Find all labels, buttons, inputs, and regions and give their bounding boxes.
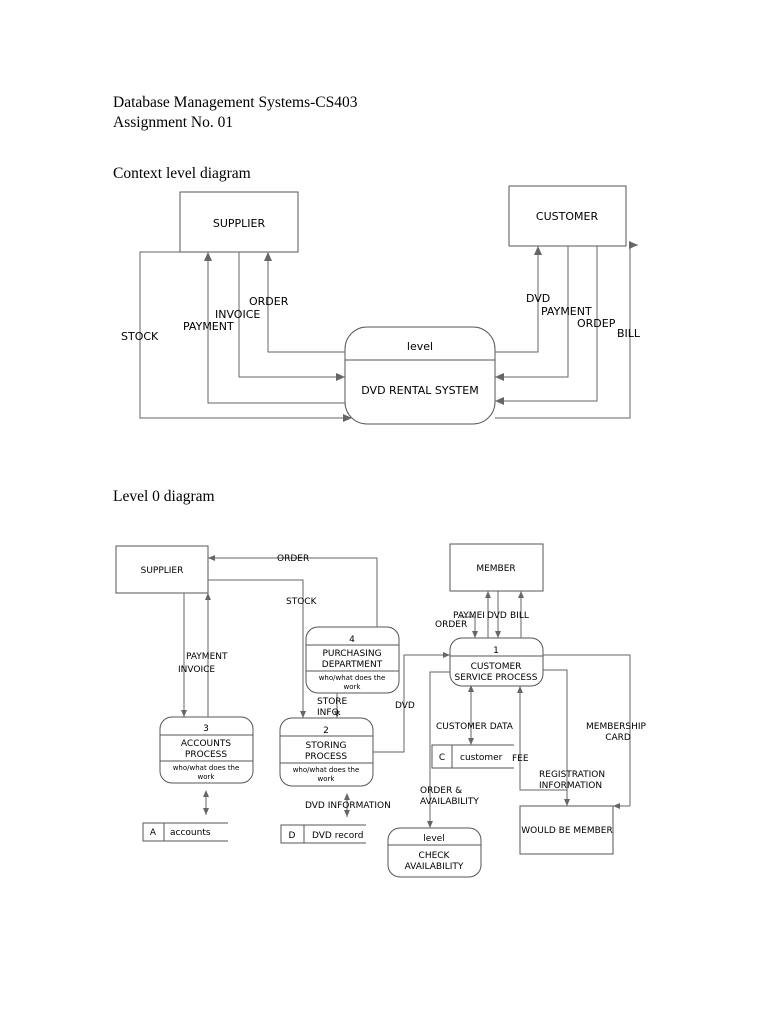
member-bill-label: BILL <box>510 611 529 621</box>
accounts-name-line2: PROCESS <box>185 750 227 760</box>
storing-who-line2: work <box>318 775 336 783</box>
l0-payment-label: PAYMENT <box>186 652 228 662</box>
customer-payment-flow-label: PAYMENT <box>541 305 592 318</box>
invoice-flow-label: INVOICE <box>215 308 260 321</box>
bill-flow <box>495 241 638 419</box>
dvd-record-store: D DVD record <box>280 824 366 844</box>
dvd-flow <box>495 246 542 353</box>
accounts-process <box>159 716 254 784</box>
check-availability-line1: CHECK <box>419 851 451 861</box>
storing-id: 2 <box>323 726 329 736</box>
customer-payment-flow <box>495 246 569 381</box>
course-title: Database Management Systems-CS403 <box>113 94 358 111</box>
level0-diagram: SUPPLIER MEMBER WOULD BE MEMBER 4 PURCHA… <box>115 543 647 878</box>
customer-service-line2: SERVICE PROCESS <box>455 673 538 683</box>
accounts-store: A accounts <box>142 822 228 842</box>
l0-supplier-entity <box>115 545 209 594</box>
check-availability-id: level <box>423 834 444 844</box>
accounts-store-id: A <box>150 828 157 838</box>
order-flow-label: ORDER <box>249 295 289 308</box>
l0-order-label: ORDER <box>277 554 309 564</box>
registration-label-line2: INFORMATION <box>539 781 602 791</box>
customer-store: C customer <box>431 744 514 769</box>
member-dvd-label: DVD <box>487 611 507 621</box>
customer-data-label: CUSTOMER DATA <box>436 722 514 732</box>
supplier-entity <box>179 191 299 253</box>
ordep-flow <box>495 246 598 405</box>
invoice-flow <box>238 252 345 381</box>
dvd-flow-label: DVD <box>526 292 550 305</box>
context-heading: Context level diagram <box>113 165 251 182</box>
customer-service-id: 1 <box>493 646 499 656</box>
membership-card-label-line2: CARD <box>605 733 631 743</box>
fee-label: FEE <box>512 754 529 764</box>
purchasing-who-line1: who/what does the <box>319 674 386 682</box>
registration-label-line1: REGISTRATION <box>539 770 605 780</box>
l0-dvd-label: DVD <box>395 701 415 711</box>
check-availability-line2: AVAILABILITY <box>405 862 464 872</box>
order-flow <box>264 252 345 353</box>
would-be-member-entity <box>519 805 614 855</box>
l0-stock-label: STOCK <box>286 597 318 607</box>
dvd-record-store-id: D <box>289 831 296 841</box>
context-diagram: SUPPLIER CUSTOMER level DVD RENTAL SYSTE… <box>121 185 641 425</box>
purchasing-id: 4 <box>349 635 355 645</box>
dvd-record-store-name: DVD record <box>312 831 363 841</box>
l0-supplier-label: SUPPLIER <box>141 566 184 576</box>
member-entity <box>449 543 544 592</box>
would-be-member-label: WOULD BE MEMBER <box>521 826 612 836</box>
customer-store-name: customer <box>460 753 503 763</box>
storing-who-line1: who/what does the <box>293 766 360 774</box>
bill-flow-label: BILL <box>617 327 641 340</box>
accounts-who-line1: who/what does the <box>173 764 240 772</box>
membership-card-label-line1: MEMBERSHIP <box>586 722 646 732</box>
purchasing-name-line2: DEPARTMENT <box>322 660 383 670</box>
member-payment-label: PAYMEI <box>453 611 485 621</box>
stock-flow-label: STOCK <box>121 330 159 343</box>
ordep-flow-label: ORDEP <box>577 317 616 330</box>
l0-dvd-flow <box>373 652 450 753</box>
accounts-id: 3 <box>203 724 209 734</box>
order-availability-flow <box>427 671 450 828</box>
process-level-label: level <box>407 340 433 353</box>
member-order-label: ORDER <box>435 620 467 630</box>
registration-flow <box>543 669 570 806</box>
purchasing-who-line2: work <box>344 683 362 691</box>
l0-order-flow <box>208 555 378 627</box>
order-availability-label-line2: AVAILABILITY <box>420 797 479 807</box>
store-info-label-line1: STORE <box>317 697 348 707</box>
member-order-flow <box>460 616 478 638</box>
customer-label: CUSTOMER <box>536 210 599 223</box>
customer-service-process <box>449 637 544 687</box>
accounts-store-name: accounts <box>170 828 211 838</box>
payment-flow-label: PAYMENT <box>183 320 234 333</box>
membership-card-flow <box>543 654 631 806</box>
customer-service-line1: CUSTOMER <box>471 662 522 672</box>
stock-flow <box>139 251 352 422</box>
store-info-label-line2: INFO. <box>317 708 341 718</box>
assignment-number: Assignment No. 01 <box>113 114 234 131</box>
accounts-who-line2: work <box>198 773 216 781</box>
l0-invoice-label: INVOICE <box>178 665 215 675</box>
storing-name-line1: STORING <box>306 741 347 751</box>
payment-flow <box>204 252 345 404</box>
check-availability-process <box>387 827 482 878</box>
l0-stock-flow <box>208 579 306 718</box>
dvd-information-label: DVD INFORMATION <box>305 801 391 811</box>
customer-store-id: C <box>439 753 445 763</box>
document-title: Database Management Systems-CS403 Assign… <box>113 93 358 133</box>
purchasing-name-line1: PURCHASING <box>322 649 381 659</box>
supplier-label: SUPPLIER <box>213 217 266 230</box>
customer-entity <box>508 185 627 247</box>
storing-name-line2: PROCESS <box>305 752 347 762</box>
process-name-label: DVD RENTAL SYSTEM <box>361 384 478 397</box>
purchasing-process <box>305 626 400 694</box>
level0-heading: Level 0 diagram <box>113 488 215 505</box>
order-availability-label-line1: ORDER & <box>420 786 462 796</box>
accounts-name-line1: ACCOUNTS <box>181 739 231 749</box>
member-label: MEMBER <box>476 564 515 574</box>
